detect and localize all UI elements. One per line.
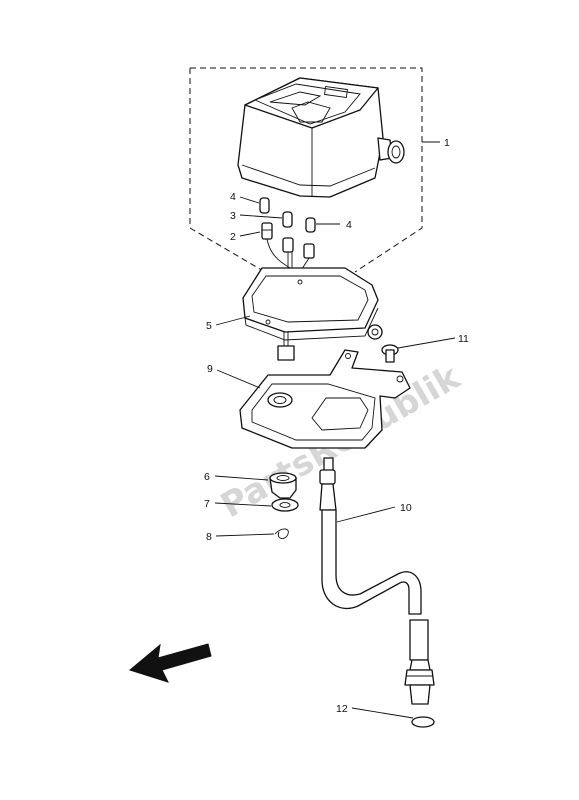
grommet — [269, 472, 297, 499]
callout-4b: 4 — [346, 219, 352, 231]
callout-labels: 1 2 3 4 4 5 6 7 8 9 10 11 12 — [204, 137, 469, 715]
seal-ring — [411, 716, 435, 728]
callout-8: 8 — [206, 531, 212, 543]
clip — [274, 528, 289, 539]
callout-10: 10 — [400, 502, 412, 514]
bulb-socket-left — [259, 197, 273, 240]
meter-case — [242, 267, 379, 341]
callout-1: 1 — [444, 137, 450, 149]
bolt — [381, 344, 399, 363]
assembly-outline — [189, 67, 423, 273]
meter-bracket — [239, 349, 411, 449]
speedometer-head — [237, 77, 405, 198]
callout-9: 9 — [207, 363, 213, 375]
callout-11: 11 — [458, 333, 469, 345]
gear-part — [367, 324, 383, 340]
callout-2: 2 — [230, 231, 236, 243]
callout-3: 3 — [230, 210, 236, 222]
callout-6: 6 — [204, 471, 210, 483]
callout-12: 12 — [336, 703, 348, 715]
callout-7: 7 — [204, 498, 210, 510]
bulb-center — [282, 211, 316, 233]
washer — [271, 498, 299, 512]
wire-harness — [266, 237, 315, 361]
front-direction-arrow-icon — [128, 643, 212, 683]
callout-5: 5 — [206, 320, 212, 332]
speedometer-cable — [319, 457, 435, 705]
callout-4a: 4 — [230, 191, 236, 203]
callout-leaders — [214, 141, 456, 719]
